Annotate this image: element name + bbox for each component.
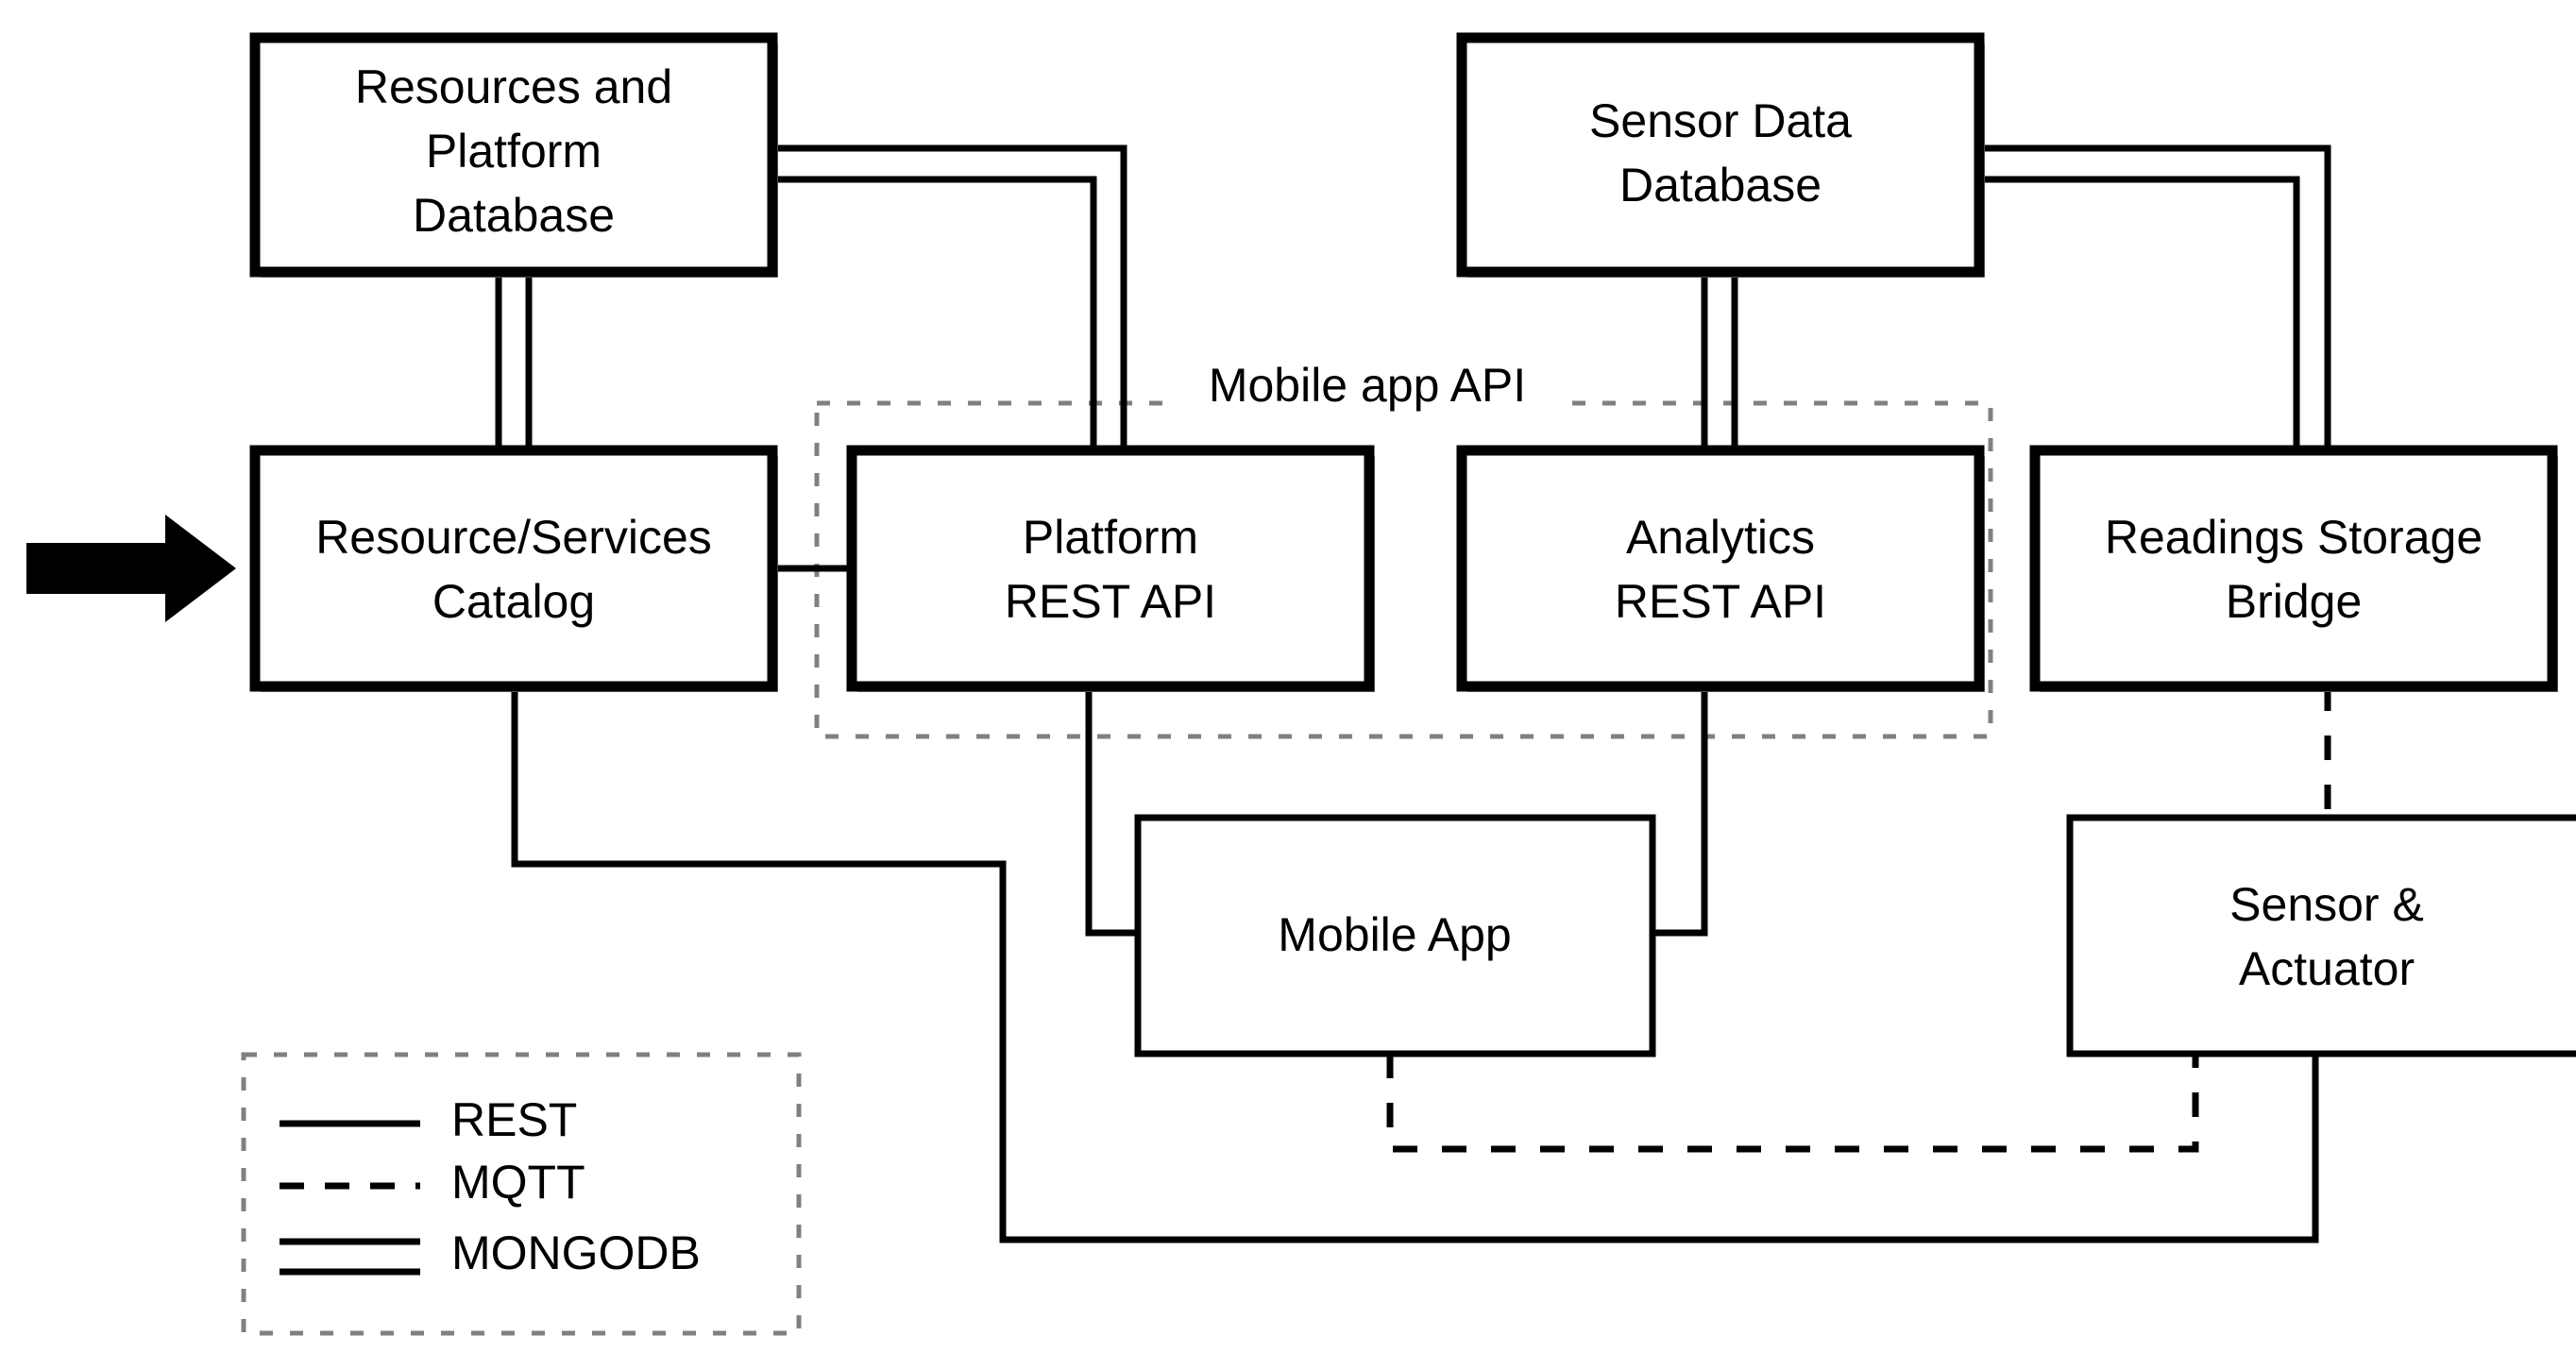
node-sensor-data-database[interactable]: Sensor Data Database (1456, 32, 1985, 278)
node-readings-storage-bridge[interactable]: Readings Storage Bridge (2029, 445, 2558, 692)
protocol-legend: REST MQTT MONGODB (241, 1052, 802, 1336)
mobile-app-api-group-label-wrap: Mobile app API (1169, 359, 1566, 415)
legend-item-rest: REST (280, 1093, 577, 1146)
legend-label-mqtt: MQTT (451, 1156, 585, 1209)
node-label-line-2: Catalog (432, 575, 595, 628)
node-mobile-app[interactable]: Mobile App (1134, 814, 1656, 1057)
edge-mobile-app-to-sensor-actuator (1386, 1054, 2199, 1153)
node-label-line-3: Database (413, 189, 615, 242)
node-label-line-2: Actuator (2239, 942, 2415, 995)
edge-platform-api-to-mobile-app (1085, 686, 1138, 937)
edge-analytics-api-to-mobile-app (1652, 686, 1708, 937)
edge-resources-db-to-platform-api (772, 144, 1127, 450)
node-platform-rest-api[interactable]: Platform REST API (846, 445, 1375, 692)
node-label-line-1: Mobile App (1278, 908, 1511, 961)
label-backdrop (1169, 359, 1566, 415)
node-label-line-1: Sensor & (2229, 878, 2424, 931)
node-label-line-2: REST API (1615, 575, 1826, 628)
node-label-line-2: REST API (1005, 575, 1216, 628)
node-border (1134, 814, 1656, 1057)
node-border (1456, 32, 1985, 278)
edge-catalog-to-sensor-actuator (511, 686, 2319, 1243)
legend-item-mqtt: MQTT (280, 1156, 585, 1209)
node-label-line-2: Platform (426, 125, 602, 178)
node-resources-platform-database[interactable]: Resources and Platform Database (249, 32, 778, 278)
edge-sensor-db-to-analytics-api (1701, 272, 1738, 450)
input-arrow (26, 515, 236, 622)
node-label-line-2: Bridge (2226, 575, 2363, 628)
node-label-line-2: Database (1619, 159, 1822, 211)
node-border (2029, 445, 2558, 692)
node-border (1456, 445, 1985, 692)
node-label-line-1: Readings Storage (2105, 511, 2483, 564)
edge-sensor-db-to-readings-bridge (1979, 144, 2331, 450)
legend-item-mongodb: MONGODB (280, 1226, 701, 1279)
mobile-app-api-group-label: Mobile app API (1209, 359, 1526, 412)
legend-border (241, 1052, 802, 1336)
node-label-line-1: Resource/Services (315, 511, 712, 564)
node-label-line-1: Sensor Data (1589, 94, 1852, 147)
node-label-line-1: Resources and (355, 60, 672, 113)
node-analytics-rest-api[interactable]: Analytics REST API (1456, 445, 1985, 692)
node-resource-services-catalog[interactable]: Resource/Services Catalog (249, 445, 778, 692)
node-label-line-1: Analytics (1626, 511, 1815, 564)
node-border (249, 32, 778, 278)
edge-resources-db-to-catalog (495, 272, 533, 450)
legend-label-rest: REST (451, 1093, 577, 1146)
node-border (2066, 814, 2576, 1057)
legend-label-mongodb: MONGODB (451, 1226, 701, 1279)
node-sensor-actuator[interactable]: Sensor & Actuator (2066, 814, 2576, 1057)
node-label-line-1: Platform (1023, 511, 1198, 564)
node-border (846, 445, 1375, 692)
input-arrow-shape (26, 515, 236, 622)
node-border (249, 445, 778, 692)
